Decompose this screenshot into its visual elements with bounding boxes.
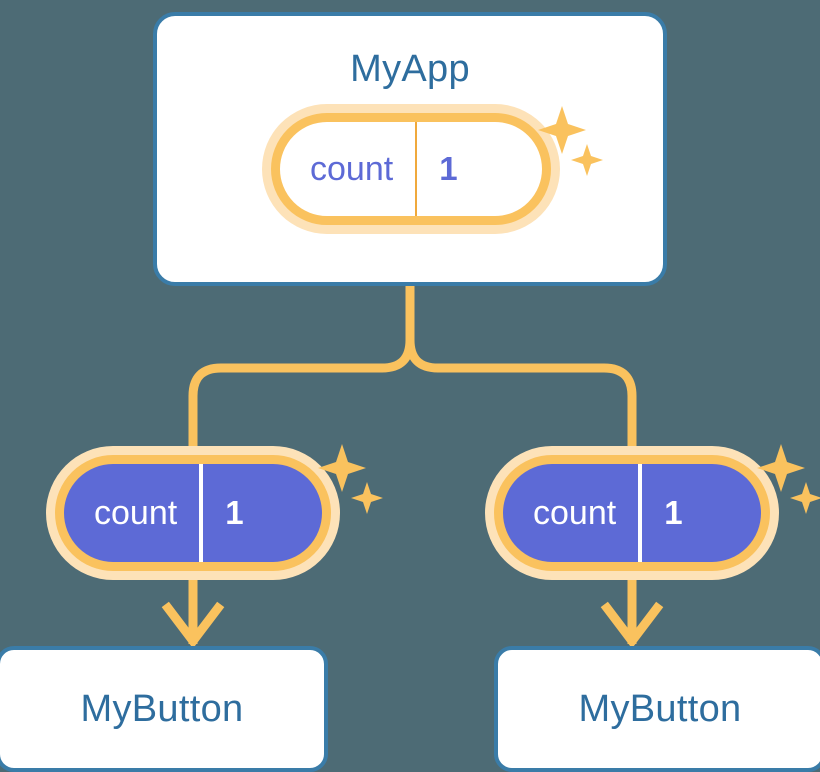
- state-pill-key: count: [310, 149, 394, 188]
- sparkle-large-icon: [318, 444, 366, 492]
- arrow-left-head-icon: [161, 601, 225, 649]
- state-pill-key: count: [533, 493, 617, 532]
- arrow-right-head-icon: [600, 601, 664, 649]
- connector-branch-left: [188, 339, 415, 462]
- state-pill-value: 1: [415, 122, 487, 216]
- state-pill-child-right[interactable]: count 1: [494, 455, 770, 571]
- state-pill-myapp[interactable]: count 1: [271, 113, 551, 225]
- connector-branch-right: [405, 339, 637, 462]
- state-pill-value: 1: [638, 464, 712, 562]
- state-pill-child-left[interactable]: count 1: [55, 455, 331, 571]
- component-card-mybutton-right[interactable]: MyButton: [494, 646, 820, 772]
- state-pill-key: count: [94, 493, 178, 532]
- state-pill-value: 1: [199, 464, 273, 562]
- component-title-mybutton-right: MyButton: [578, 688, 742, 730]
- component-title-myapp: MyApp: [350, 48, 470, 90]
- sparkle-small-icon: [351, 482, 383, 514]
- sparkle-large-icon: [757, 444, 805, 492]
- component-title-mybutton-left: MyButton: [80, 688, 244, 730]
- component-card-mybutton-left[interactable]: MyButton: [0, 646, 328, 772]
- sparkle-small-icon: [790, 482, 820, 514]
